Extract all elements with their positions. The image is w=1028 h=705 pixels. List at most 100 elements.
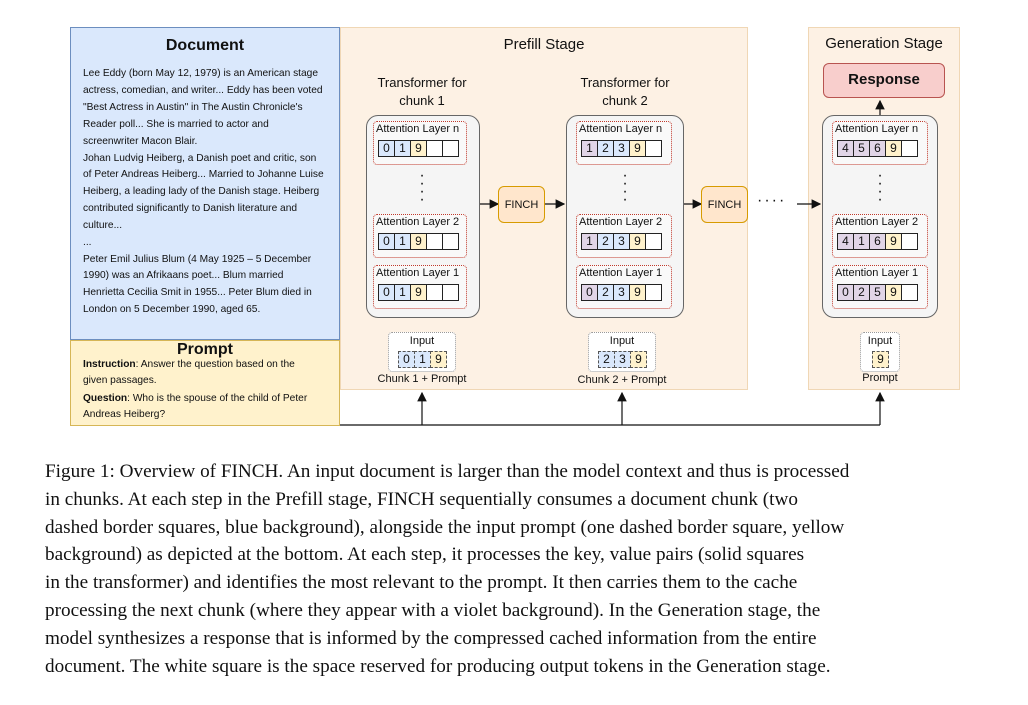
layer-label: Attention Layer 1 bbox=[835, 267, 919, 279]
generation-input-caption: Prompt bbox=[862, 372, 898, 384]
output-slot bbox=[426, 140, 443, 157]
output-slot bbox=[901, 284, 918, 301]
document-line: Reader poll... She is married to actor a… bbox=[83, 119, 269, 130]
chunk2-layer-1: Attention Layer 1 0 2 3 9 bbox=[576, 265, 672, 309]
token-cell: 2 bbox=[853, 284, 870, 301]
chunk2-layer-2: Attention Layer 2 1 2 3 9 bbox=[576, 214, 672, 258]
document-line: of Peter Andreas Heiberg... Married to J… bbox=[83, 169, 324, 180]
token-cell: 9 bbox=[410, 140, 427, 157]
layer-label: Attention Layer 2 bbox=[835, 216, 919, 228]
output-slot bbox=[442, 284, 459, 301]
token-cell: 0 bbox=[378, 284, 395, 301]
chunk2-label-line1: Transformer for bbox=[580, 75, 670, 90]
token-cell: 3 bbox=[614, 351, 631, 368]
input-label: Input bbox=[409, 335, 435, 347]
token-cell: 2 bbox=[597, 140, 614, 157]
token-cell: 9 bbox=[885, 284, 902, 301]
chunk2-input-caption: Chunk 2 + Prompt bbox=[577, 374, 667, 386]
instruction-label: Instruction bbox=[83, 359, 136, 370]
cell-row: 9 bbox=[872, 351, 889, 368]
chunk2-label: Transformer for chunk 2 bbox=[565, 74, 685, 110]
gen-layer-1: Attention Layer 1 0 2 5 9 bbox=[832, 265, 928, 309]
document-line: contributed significantly to Danish lite… bbox=[83, 203, 298, 214]
cell-row: 0 1 9 bbox=[378, 284, 459, 301]
question-label: Question bbox=[83, 393, 128, 404]
cell-row: 0 1 9 bbox=[378, 233, 459, 250]
token-cell: 9 bbox=[885, 233, 902, 250]
caption-line: document. The white square is the space … bbox=[45, 655, 831, 677]
caption-line: dashed border squares, blue background),… bbox=[45, 516, 845, 538]
token-cell: 9 bbox=[629, 140, 646, 157]
cell-row: 0 2 5 9 bbox=[837, 284, 918, 301]
response-box: Response bbox=[823, 63, 945, 98]
document-line: London on 5 December 1990, aged 65. bbox=[83, 304, 261, 315]
token-cell: 2 bbox=[597, 284, 614, 301]
generation-stage-title: Generation Stage bbox=[825, 35, 943, 52]
cell-row: 2 3 9 bbox=[598, 351, 647, 368]
prefill-stage-title: Prefill Stage bbox=[503, 36, 585, 53]
token-cell: 5 bbox=[869, 284, 886, 301]
token-cell: 9 bbox=[629, 233, 646, 250]
layer-label: Attention Layer 1 bbox=[579, 267, 663, 279]
chunk1-layer-2: Attention Layer 2 0 1 9 bbox=[373, 214, 467, 258]
caption-line: in the transformer) and identifies the m… bbox=[45, 572, 798, 594]
document-line: ... bbox=[83, 237, 92, 248]
question-text: : Who is the spouse of the child of Pete… bbox=[127, 393, 308, 404]
vertical-dots: ···· bbox=[419, 167, 425, 208]
cell-row: 4 1 6 9 bbox=[837, 233, 918, 250]
layer-label: Attention Layer n bbox=[835, 123, 919, 135]
document-line: Lee Eddy (born May 12, 1979) is an Ameri… bbox=[83, 68, 319, 79]
prompt-instruction: Instruction: Answer the question based o… bbox=[83, 357, 335, 374]
caption-line: model synthesizes a response that is inf… bbox=[45, 627, 817, 649]
vertical-dots: ···· bbox=[622, 167, 628, 208]
instruction-text: : Answer the question based on the bbox=[135, 359, 295, 370]
output-slot bbox=[442, 233, 459, 250]
cell-row: 1 2 3 9 bbox=[581, 140, 662, 157]
finch-module: FINCH bbox=[498, 186, 545, 223]
chunk2-label-line2: chunk 2 bbox=[602, 93, 648, 108]
token-cell: 9 bbox=[430, 351, 447, 368]
input-label: Input bbox=[609, 335, 635, 347]
connector-arrows bbox=[340, 99, 885, 426]
prompt-title: Prompt bbox=[177, 341, 233, 358]
token-cell: 0 bbox=[398, 351, 415, 368]
token-cell: 1 bbox=[581, 233, 598, 250]
layer-label: Attention Layer 2 bbox=[376, 216, 460, 228]
token-cell: 1 bbox=[853, 233, 870, 250]
caption-line: Figure 1: Overview of FINCH. An input do… bbox=[45, 461, 850, 482]
document-line: Peter Emil Julius Blum (4 May 1925 – 5 D… bbox=[83, 254, 312, 265]
chunk2-layer-n: Attention Layer n 1 2 3 9 bbox=[576, 121, 672, 165]
gen-layer-2: Attention Layer 2 4 1 6 9 bbox=[832, 214, 928, 258]
chunk1-label: Transformer for chunk 1 bbox=[362, 74, 482, 110]
document-line: 1990) was an Afrikaans poet... Blum marr… bbox=[83, 270, 284, 281]
layer-label: Attention Layer 2 bbox=[579, 216, 663, 228]
document-line: actress, comedian, and writer... Eddy ha… bbox=[83, 85, 323, 96]
layer-label: Attention Layer 1 bbox=[376, 267, 460, 279]
document-title: Document bbox=[165, 37, 245, 54]
chunk1-input-caption: Chunk 1 + Prompt bbox=[377, 373, 467, 385]
output-slot bbox=[426, 284, 443, 301]
cell-row: 4 5 6 9 bbox=[837, 140, 918, 157]
token-cell: 3 bbox=[613, 140, 630, 157]
chunk1-label-line1: Transformer for bbox=[377, 75, 467, 90]
caption-line: processing the next chunk (where they ap… bbox=[45, 599, 821, 621]
token-cell: 1 bbox=[394, 284, 411, 301]
token-cell: 3 bbox=[613, 233, 630, 250]
output-slot bbox=[426, 233, 443, 250]
token-cell: 2 bbox=[597, 233, 614, 250]
caption-line: in chunks. At each step in the Prefill s… bbox=[45, 488, 798, 510]
vertical-dots: ···· bbox=[877, 167, 883, 208]
chunk1-input: Input 0 1 9 bbox=[388, 332, 456, 372]
output-slot bbox=[901, 233, 918, 250]
token-cell: 1 bbox=[414, 351, 431, 368]
cell-row: 0 1 9 bbox=[398, 351, 447, 368]
token-cell: 9 bbox=[885, 140, 902, 157]
output-slot bbox=[901, 140, 918, 157]
input-label: Input bbox=[867, 335, 893, 347]
output-slot bbox=[442, 140, 459, 157]
token-cell: 6 bbox=[869, 140, 886, 157]
chunk1-label-line2: chunk 1 bbox=[399, 93, 445, 108]
token-cell: 3 bbox=[613, 284, 630, 301]
token-cell: 1 bbox=[394, 140, 411, 157]
token-cell: 1 bbox=[394, 233, 411, 250]
